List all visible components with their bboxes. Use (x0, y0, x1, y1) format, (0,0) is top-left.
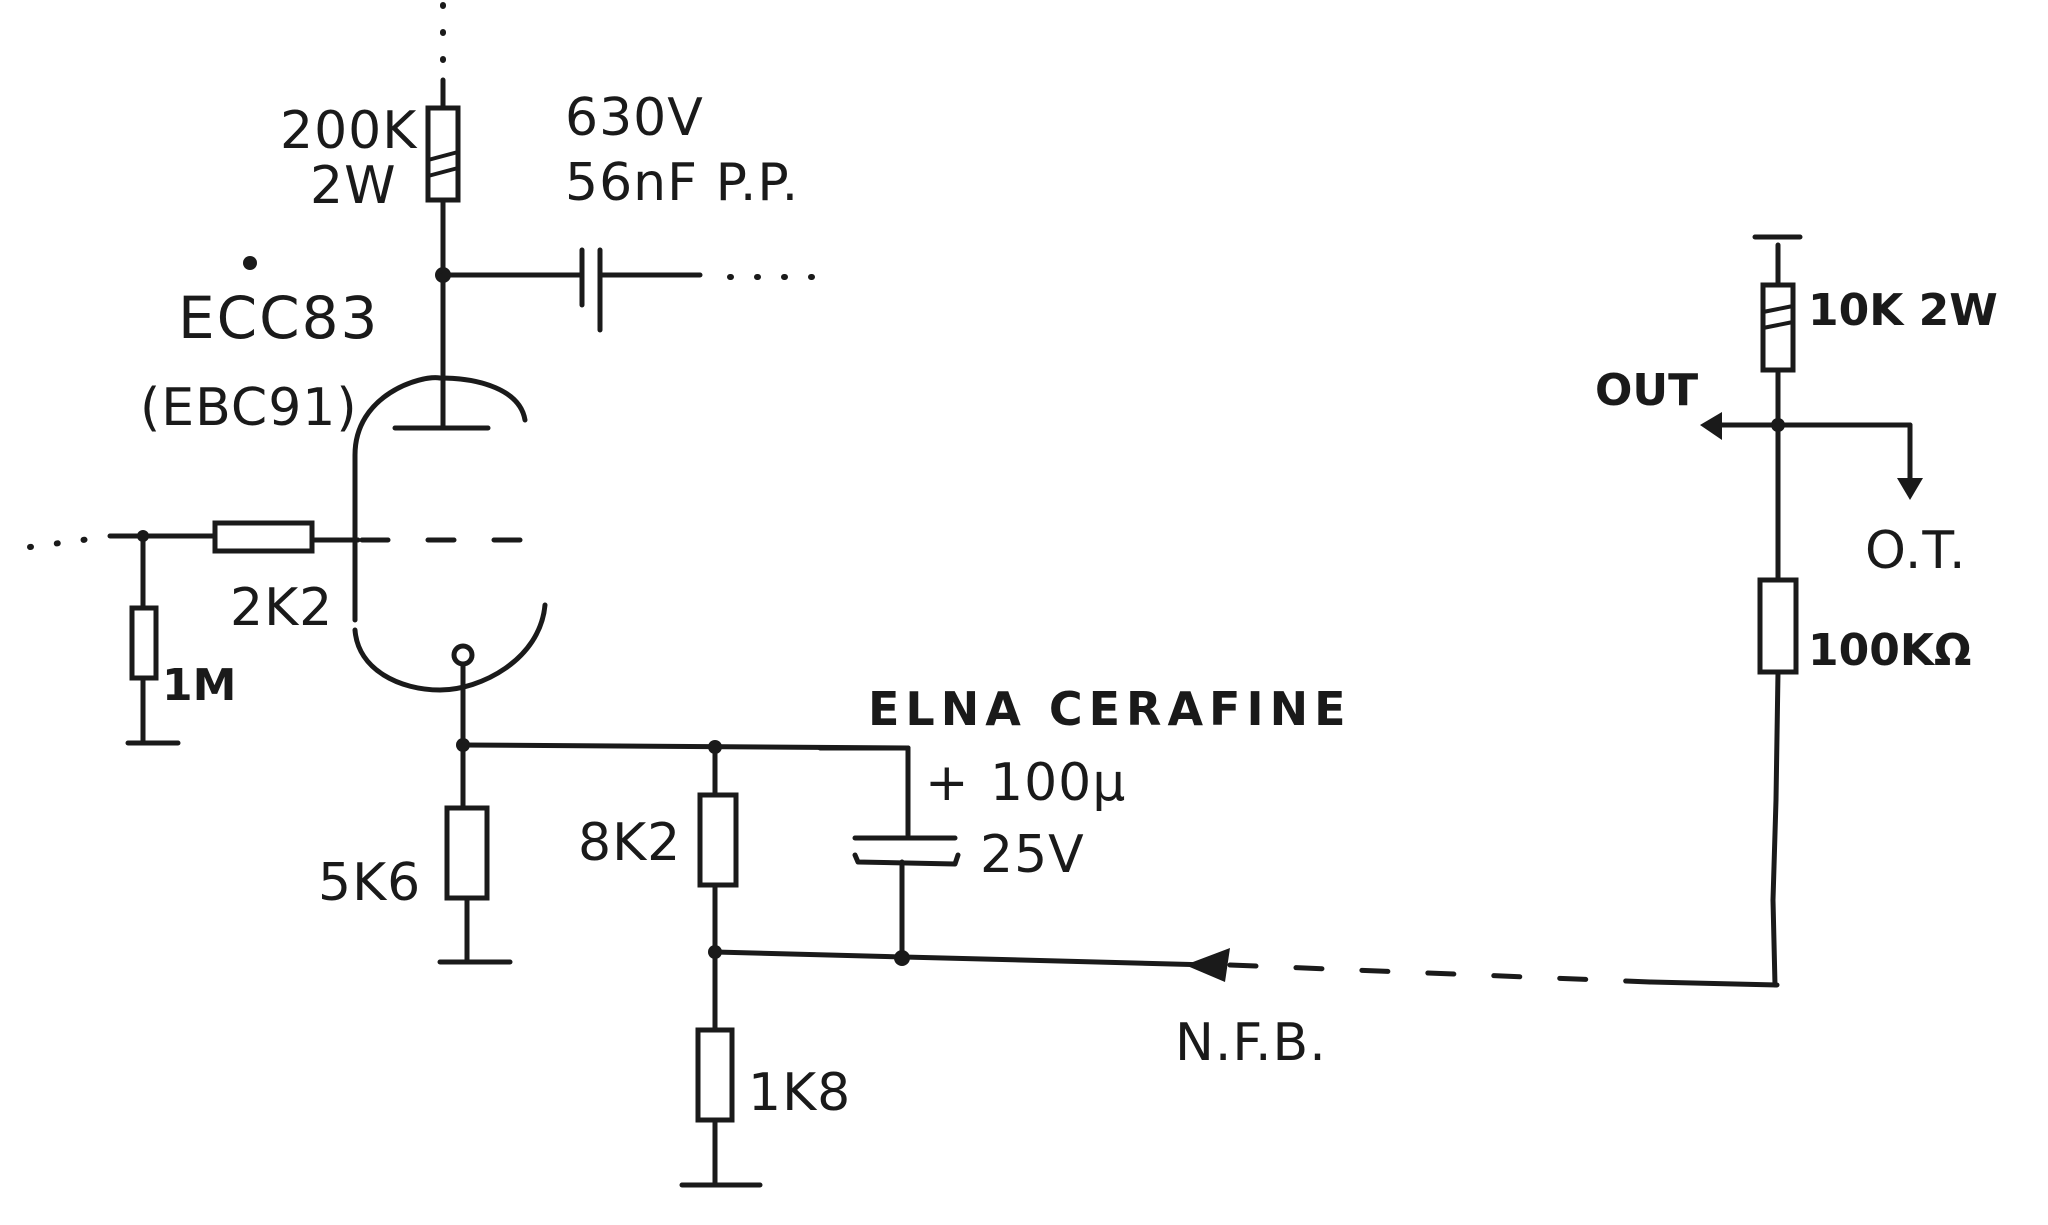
wire-nfb-to-output (1647, 979, 1780, 988)
plate-resistor-mark (426, 166, 460, 178)
plate-resistor-mark (426, 150, 460, 162)
feedback-resistor-lower (695, 1027, 735, 1123)
bypass-capacitor-plate-curved (852, 852, 961, 867)
bypass-capacitor-value: 100µ (990, 753, 1126, 813)
tube-envelope (352, 375, 528, 623)
grid-leak-value: 1M (162, 660, 236, 711)
output-resistor-mark (1761, 320, 1795, 330)
tube-cathode (451, 643, 475, 667)
feedback-resistor-upper-value: 8K2 (578, 813, 681, 873)
input-continuation (27, 534, 108, 550)
output-resistor-value: 10K 2W (1808, 285, 1998, 336)
feedback-resistor-upper (697, 792, 739, 888)
feedback-label: N.F.B. (1175, 1013, 1327, 1073)
plate-resistor-rating: 2W (310, 156, 397, 216)
grid-stopper-value: 2K2 (230, 578, 333, 638)
plate-resistor-value: 200K (280, 101, 418, 161)
tube-envelope (352, 602, 548, 693)
nfb-dashed-return (1227, 962, 1653, 985)
heater-dot (243, 256, 257, 270)
bypass-capacitor-brand: ELNA CERAFINE (868, 682, 1352, 736)
coupling-capacitor-voltage: 630V (565, 88, 704, 148)
feedback-series-resistor-value: 100KΩ (1808, 625, 1971, 676)
feedback-resistor-lower-value: 1K8 (748, 1063, 851, 1123)
bypass-capacitor-polarity: + (925, 753, 970, 813)
bypass-capacitor-voltage: 25V (980, 825, 1085, 885)
grid-leak-resistor (129, 605, 159, 681)
tube-type: ECC83 (178, 284, 379, 352)
wire-feedback-node-to-nfb (712, 949, 1213, 968)
output-transformer-label: O.T. (1865, 521, 1966, 581)
wire-100k-to-feedback (1770, 669, 1781, 988)
grid-stopper-resistor (212, 520, 315, 554)
coupling-capacitor-value: 56nF P.P. (565, 153, 799, 213)
tube-alt-type: (EBC91) (140, 378, 358, 438)
cathode-resistor-value: 5K6 (318, 853, 421, 913)
output-resistor-mark (1761, 304, 1795, 314)
feedback-series-resistor (1757, 577, 1799, 675)
nfb-arrow (1185, 948, 1230, 982)
output-label: OUT (1595, 365, 1698, 416)
out-arrow (1700, 412, 1722, 440)
cathode-resistor (444, 805, 490, 901)
ot-arrow (1897, 478, 1923, 500)
